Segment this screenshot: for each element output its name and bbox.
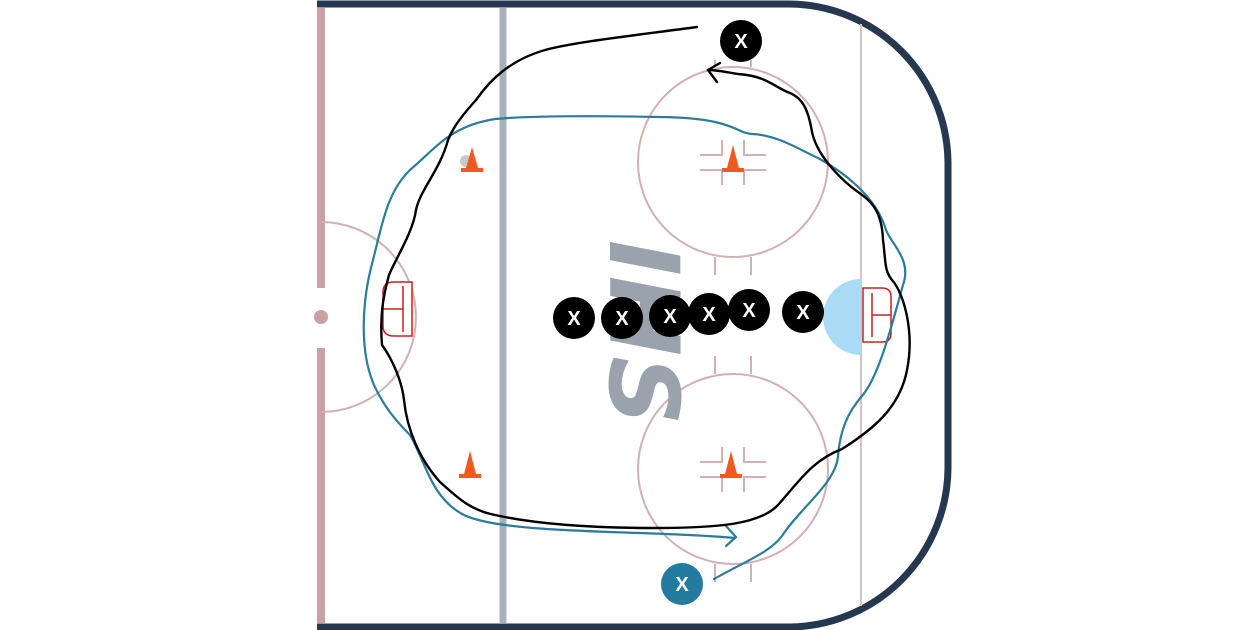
goal-net-right (862, 287, 892, 343)
black-skating-path (380, 25, 911, 530)
cone-bottom-circle (720, 451, 742, 478)
blue-skating-path (362, 115, 907, 581)
player-line-5: X (728, 289, 770, 331)
player-line-2: X (601, 297, 643, 339)
svg-text:X: X (567, 308, 581, 330)
center-faceoff-dot (314, 310, 328, 324)
faceoff-circle-bottom (637, 356, 829, 582)
player-top: X (720, 20, 762, 62)
blue-path-arrowhead (724, 524, 738, 548)
center-circle (320, 221, 417, 413)
svg-text:X: X (742, 300, 756, 322)
cone-top-circle (722, 145, 744, 172)
goal-net-left (382, 281, 413, 337)
faceoff-circle-top (637, 60, 829, 275)
player-line-3: X (649, 295, 691, 337)
black-path-arrowhead (706, 61, 722, 84)
svg-text:X: X (702, 304, 716, 326)
goal-crease (823, 279, 861, 355)
svg-text:X: X (663, 306, 677, 328)
cone-top-left (460, 147, 483, 172)
player-line-1: X (553, 297, 595, 339)
player-line-4: X (688, 293, 730, 335)
player-line-6: X (782, 291, 824, 333)
svg-text:X: X (734, 31, 748, 53)
svg-text:X: X (796, 302, 810, 324)
svg-text:X: X (675, 574, 689, 596)
cone-bottom-left (459, 451, 481, 478)
svg-text:X: X (615, 308, 629, 330)
player-blue: X (661, 563, 703, 605)
